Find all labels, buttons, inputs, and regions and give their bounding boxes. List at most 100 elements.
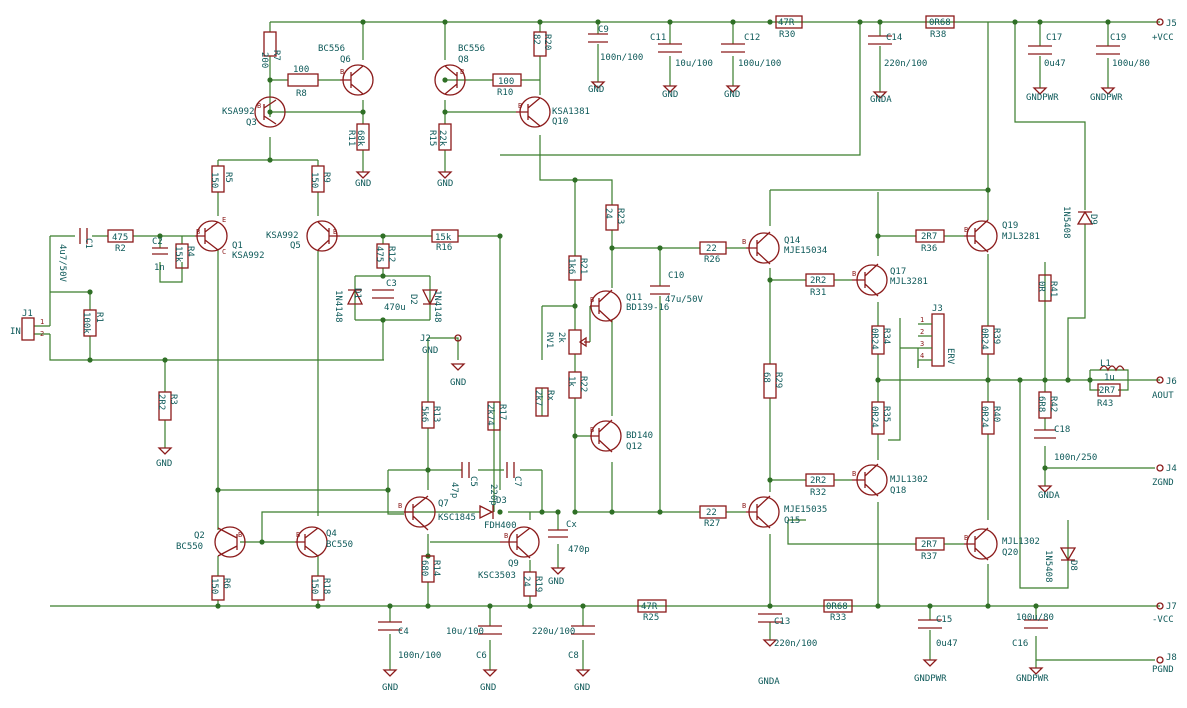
- value-r42: 6R8: [1036, 396, 1046, 412]
- value-d2: 1N4148: [432, 290, 442, 323]
- resistor-r36: [915, 229, 945, 243]
- labels: R7 200 100 R8 R11 68k 100 R10 R15 22k 82…: [10, 18, 1177, 693]
- value-r31: 2R2: [810, 276, 826, 286]
- label-r23: R23: [615, 208, 625, 224]
- label-r2: R2: [115, 244, 126, 254]
- value-r35: 0R24: [869, 406, 879, 428]
- label-c18: C18: [1054, 425, 1070, 435]
- label-c11: C11: [650, 33, 666, 43]
- label-c15: C15: [936, 615, 952, 625]
- value-r27: 22: [706, 508, 717, 518]
- resistor-r25: [637, 599, 667, 613]
- resistor-r29: [763, 363, 777, 399]
- value-r26: 22: [706, 244, 717, 254]
- transistor-q6: [340, 64, 374, 96]
- value-r39: 0R24: [979, 328, 989, 350]
- transistor-q17: [852, 263, 888, 297]
- value-r29: 68: [761, 372, 771, 383]
- value-r2: 475: [112, 233, 128, 243]
- label-r32: R32: [810, 488, 826, 498]
- pin-b-q2: B: [238, 531, 242, 539]
- label-q10: Q10: [552, 117, 568, 127]
- value-r36: 2R7: [921, 232, 937, 242]
- value-c8: 220u/100: [532, 627, 575, 637]
- value-rx: 2k7: [533, 390, 543, 406]
- label-q15: Q15: [784, 516, 800, 526]
- pin-b-q18: B: [852, 470, 856, 478]
- label-r16: R16: [436, 243, 452, 253]
- label-c10: C10: [668, 271, 684, 281]
- value-r20: 82: [531, 34, 541, 45]
- label-r8: R8: [296, 89, 307, 99]
- connector-j4-pin: [1156, 464, 1164, 472]
- resistor-r19: [523, 571, 537, 597]
- label-r1: R1: [94, 312, 104, 323]
- value-r8: 100: [293, 65, 309, 75]
- resistor-r22: [568, 371, 582, 399]
- capacitors: [79, 33, 1120, 635]
- value-c1: 4u7/50V: [57, 244, 67, 283]
- label-r25: R25: [643, 613, 659, 623]
- value-q4: BC550: [326, 540, 353, 550]
- ground-symbols: [157, 81, 1116, 677]
- label-rx: Rx: [545, 390, 555, 401]
- resistor-r32: [805, 473, 835, 487]
- label-r22: R22: [578, 376, 588, 392]
- resistor-r11: [356, 123, 370, 151]
- junctions: [87, 19, 1111, 609]
- value-c13: 220n/100: [774, 639, 817, 649]
- connector-j2-pin: [454, 334, 462, 342]
- label-c14: C14: [886, 33, 902, 43]
- connectors: [21, 18, 1164, 664]
- value-r21: 1k6: [566, 258, 576, 274]
- pin-b-q4: B: [296, 531, 300, 539]
- pin-b-q7: B: [398, 502, 402, 510]
- label-r41: R41: [1048, 281, 1058, 297]
- label-r34: R34: [881, 328, 891, 344]
- value-c6: 10u/100: [446, 627, 484, 637]
- gnd-label-cx: GND: [548, 577, 564, 587]
- value-q14: MJE15034: [784, 246, 827, 256]
- pin-b-q6: B: [340, 68, 344, 76]
- resistor-r27: [699, 505, 727, 519]
- value-q7: KSC1845: [438, 513, 476, 523]
- label-q19: Q19: [1002, 221, 1018, 231]
- value-c19: 100u/80: [1112, 59, 1150, 69]
- resistor-r9: [311, 165, 325, 193]
- value-r23: 24: [603, 208, 613, 219]
- resistor-r37: [915, 537, 945, 551]
- pin-b-q8: B: [460, 68, 464, 76]
- resistor-r33: [823, 599, 853, 613]
- name-j8: PGND: [1152, 665, 1174, 675]
- pin-b-q5: B: [333, 228, 337, 236]
- resistor-r21: [568, 255, 582, 281]
- resistor-r42: [1038, 391, 1052, 419]
- label-j4: J4: [1166, 464, 1177, 474]
- name-j6: AOUT: [1152, 391, 1174, 401]
- gnd-label-c9: GND: [588, 85, 604, 95]
- resistor-r39: [981, 325, 995, 355]
- label-q1: Q1: [232, 241, 243, 251]
- label-r15: R15: [427, 130, 437, 146]
- resistor-r23: [605, 204, 619, 231]
- label-r19: R19: [533, 576, 543, 592]
- label-r43: R43: [1097, 399, 1113, 409]
- gnda-label-c18: GNDA: [1038, 491, 1060, 501]
- transistor-q8: [434, 64, 466, 96]
- pin-b-q11: B: [590, 296, 594, 304]
- value-r12: 475: [374, 246, 384, 262]
- value-r17: 2k74: [485, 404, 495, 426]
- resistor-r3: [158, 391, 172, 421]
- value-q17: MJL3281: [890, 277, 928, 287]
- value-c11: 10u/100: [675, 59, 713, 69]
- name-j4: ZGND: [1152, 478, 1174, 488]
- resistors: [83, 15, 1121, 613]
- label-c12: C12: [744, 33, 760, 43]
- resistor-r35: [871, 401, 885, 435]
- value-r1: 100k: [81, 312, 91, 334]
- label-q20: Q20: [1002, 548, 1018, 558]
- transistor-q1: [195, 220, 228, 252]
- resistor-r1: [83, 309, 97, 337]
- value-q10: KSA1381: [552, 107, 590, 117]
- resistor-rx: [535, 387, 549, 417]
